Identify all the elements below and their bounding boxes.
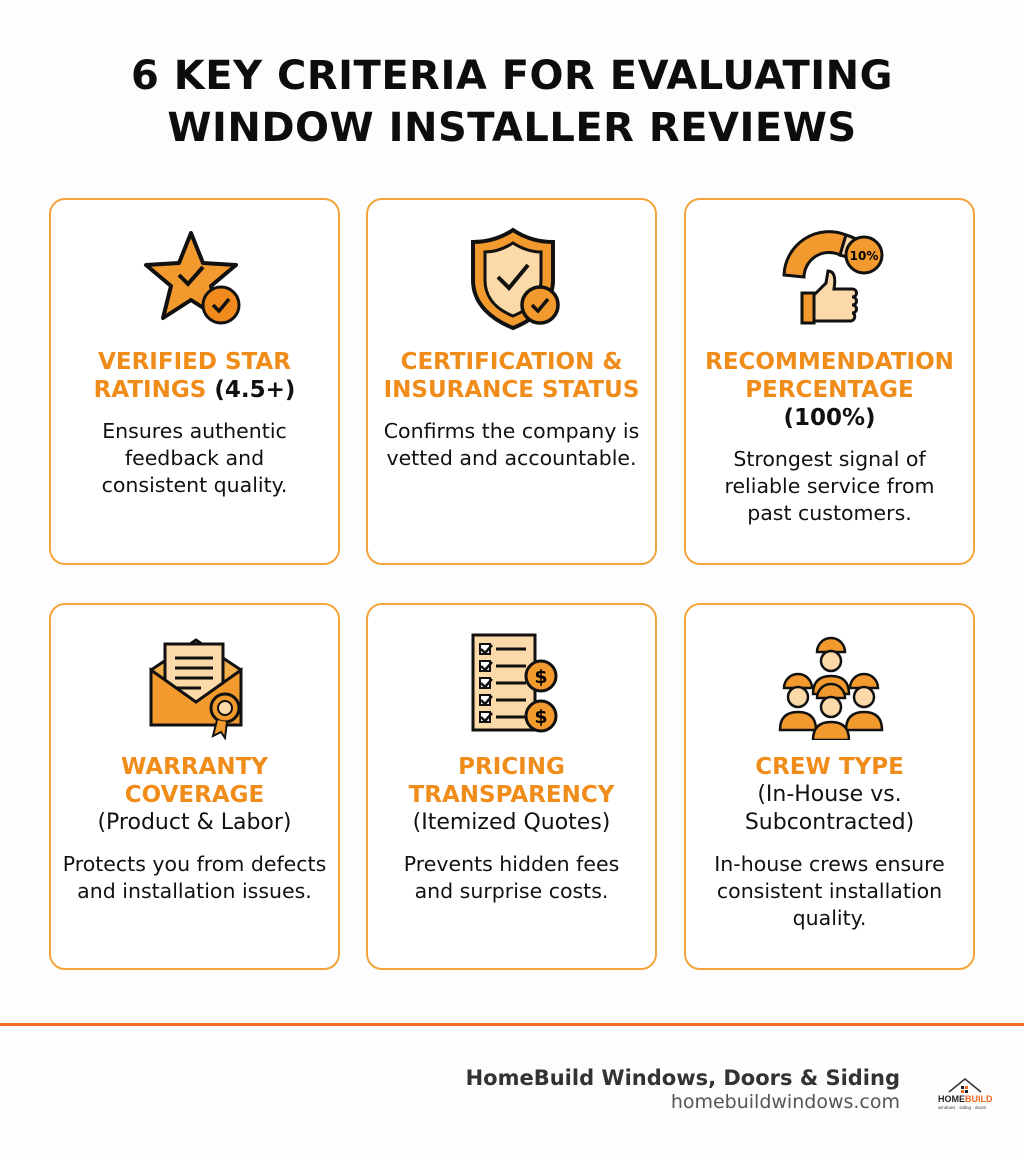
card-title: CREW TYPE — [696, 753, 963, 781]
card-subtitle: (Product & Labor) — [97, 810, 292, 835]
envelope-certificate-icon — [141, 630, 251, 741]
criteria-card: CREW TYPE (In-House vs. Subcontracted) I… — [684, 603, 975, 970]
card-description: In-house crews ensure consistent install… — [714, 852, 945, 930]
card-title-suffix: (4.5+) — [206, 377, 296, 403]
svg-text:10%: 10% — [850, 249, 879, 263]
homebuild-logo: HOME BUILD windows · siding · doors — [938, 1078, 993, 1110]
card-title: WARRANTY COVERAGE — [61, 753, 328, 809]
card-description: Confirms the company is vetted and accou… — [383, 419, 640, 470]
footer-divider — [0, 1023, 1024, 1026]
card-title-main: PRICING TRANSPARENCY — [408, 754, 615, 808]
card-title: CERTIFICATION & INSURANCE STATUS — [378, 348, 645, 404]
card-title-main: RECOMMENDATION PERCENTAGE — [705, 349, 954, 403]
card-description: Protects you from defects and installati… — [62, 852, 327, 903]
criteria-card: 10% RECOMMENDATION PERCENTAGE (100%) Str… — [684, 198, 975, 565]
card-title-main: VERIFIED STAR RATINGS — [93, 349, 291, 403]
page-title: 6 KEY CRITERIA FOR EVALUATING WINDOW INS… — [131, 53, 893, 151]
card-description: Strongest signal of reliable service fro… — [724, 447, 935, 525]
card-description: Prevents hidden fees and surprise costs. — [403, 852, 620, 903]
card-title: RECOMMENDATION PERCENTAGE (100%) — [696, 348, 963, 432]
shield-check-icon — [458, 225, 568, 335]
card-title: PRICING TRANSPARENCY — [378, 753, 645, 809]
crew-workers-icon — [776, 630, 886, 742]
footer-brand: HomeBuild Windows, Doors & Siding homebu… — [466, 1066, 900, 1113]
card-subtitle: (In-House vs. Subcontracted) — [744, 782, 915, 835]
card-title: VERIFIED STAR RATINGS (4.5+) — [61, 348, 328, 404]
svg-text:$: $ — [534, 706, 547, 728]
card-title-main: CREW TYPE — [755, 754, 904, 780]
criteria-card: WARRANTY COVERAGE (Product & Labor) Prot… — [49, 603, 340, 970]
gauge-thumbs-up-icon: 10% — [776, 225, 886, 335]
svg-text:windows · siding · doors: windows · siding · doors — [938, 1105, 987, 1110]
card-title-main: CERTIFICATION & INSURANCE STATUS — [383, 349, 640, 403]
card-description: Ensures authentic feedback and consisten… — [101, 419, 288, 497]
criteria-card: $$ PRICING TRANSPARENCY (Itemized Quotes… — [366, 603, 657, 970]
company-url: homebuildwindows.com — [670, 1091, 900, 1113]
card-title-suffix: (100%) — [783, 405, 876, 431]
criteria-card: VERIFIED STAR RATINGS (4.5+) Ensures aut… — [49, 198, 340, 565]
svg-text:BUILD: BUILD — [965, 1094, 993, 1104]
card-subtitle: (Itemized Quotes) — [412, 810, 611, 835]
star-check-icon — [141, 225, 251, 335]
checklist-dollar-icon: $$ — [458, 630, 568, 740]
svg-text:$: $ — [534, 666, 547, 688]
card-title-main: WARRANTY COVERAGE — [121, 754, 268, 808]
svg-text:HOME: HOME — [938, 1094, 965, 1104]
company-name: HomeBuild Windows, Doors & Siding — [465, 1066, 900, 1090]
criteria-card: CERTIFICATION & INSURANCE STATUS Confirm… — [366, 198, 657, 565]
